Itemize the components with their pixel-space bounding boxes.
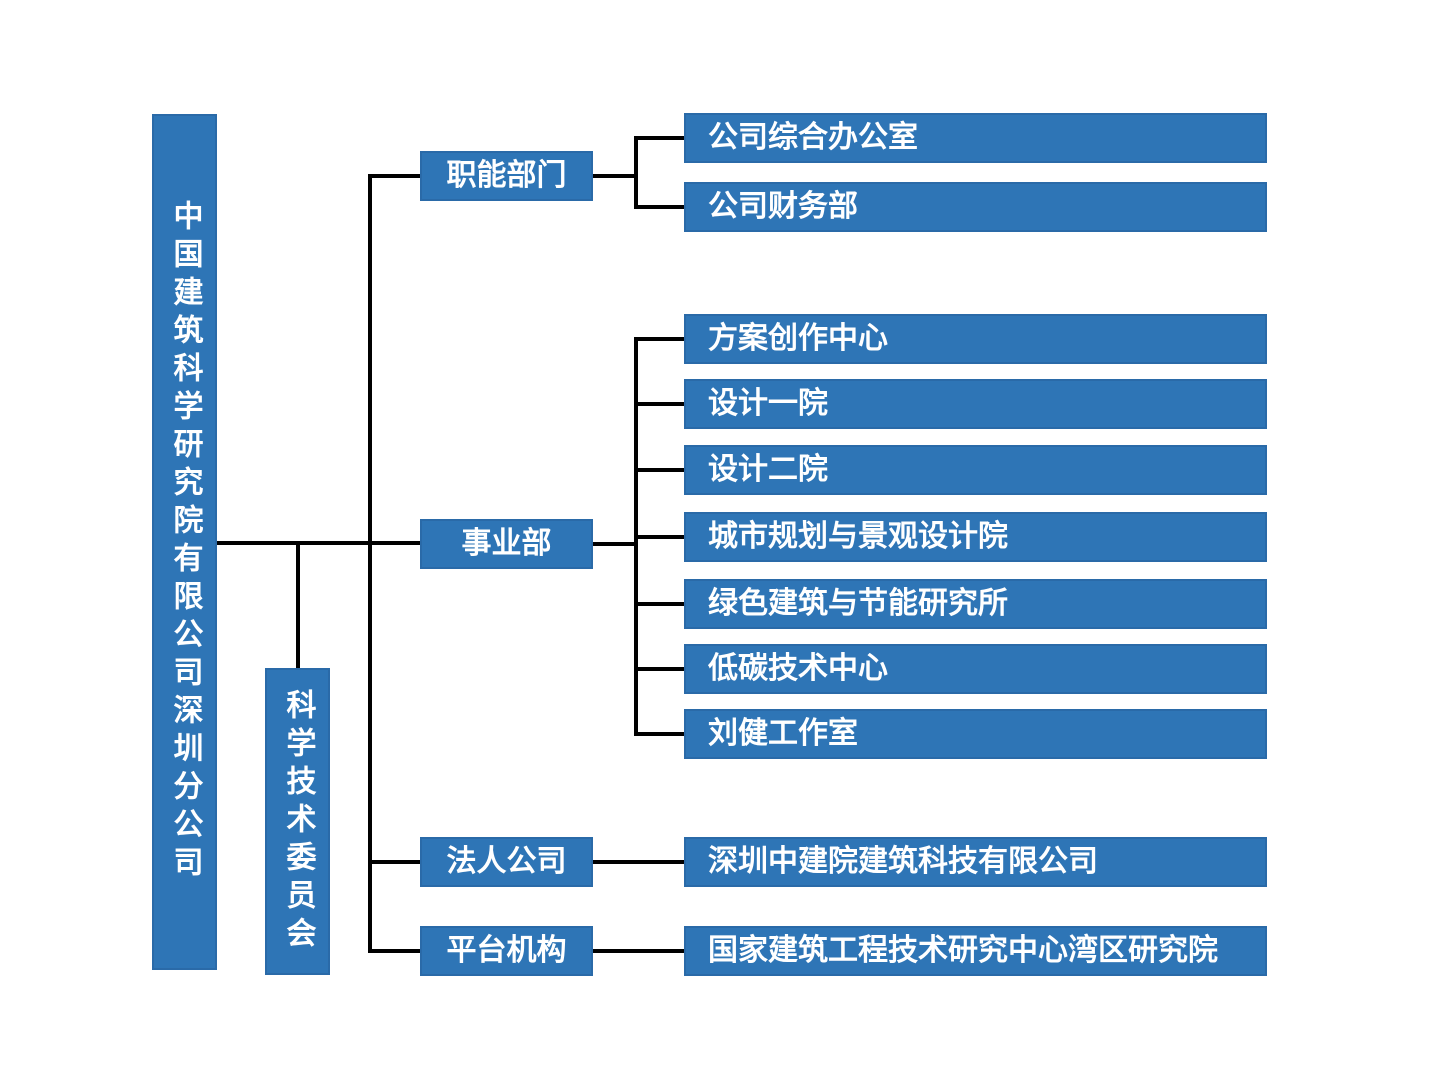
org-node-root: 中国建筑科学研究院有限公司深圳分公司 <box>152 114 217 970</box>
org-node-group-business-division: 事业部 <box>420 519 593 569</box>
connector-division-stub-3 <box>634 468 684 472</box>
connector-platform-out <box>593 949 684 953</box>
org-node-national-center-bay-area-institute: 国家建筑工程技术研究中心湾区研究院 <box>684 926 1267 976</box>
connector-functional-out <box>593 174 638 178</box>
connector-functional-trunk <box>634 136 638 209</box>
connector-stub-legal-company <box>368 860 420 864</box>
connector-legal-company-out <box>593 860 684 864</box>
org-node-liujian-studio: 刘健工作室 <box>684 709 1267 759</box>
org-node-committee: 科学技术委员会 <box>265 668 330 975</box>
org-node-general-office: 公司综合办公室 <box>684 113 1267 163</box>
org-node-finance-department: 公司财务部 <box>684 182 1267 232</box>
org-node-urban-planning-landscape-institute: 城市规划与景观设计院 <box>684 512 1267 562</box>
connector-division-stub-4 <box>634 535 684 539</box>
connector-functional-stub-2 <box>634 205 684 209</box>
org-node-green-building-energy-institute: 绿色建筑与节能研究所 <box>684 579 1267 629</box>
org-node-shenzhen-cabr-building-tech: 深圳中建院建筑科技有限公司 <box>684 837 1267 887</box>
connector-committee-drop <box>296 543 300 670</box>
org-node-design-institute-2: 设计二院 <box>684 445 1267 495</box>
org-node-group-legal-company: 法人公司 <box>420 837 593 887</box>
connector-main-trunk <box>368 174 372 953</box>
connector-division-stub-5 <box>634 602 684 606</box>
connector-division-stub-2 <box>634 402 684 406</box>
org-node-design-institute-1: 设计一院 <box>684 379 1267 429</box>
connector-root-horizontal <box>217 541 420 545</box>
connector-stub-functional <box>368 174 420 178</box>
connector-division-out <box>593 542 638 546</box>
org-node-scheme-creation-center: 方案创作中心 <box>684 314 1267 364</box>
connector-stub-platform <box>368 949 420 953</box>
org-node-group-platform-institution: 平台机构 <box>420 926 593 976</box>
connector-division-stub-1 <box>634 337 684 341</box>
connector-division-stub-6 <box>634 667 684 671</box>
org-node-group-functional-departments: 职能部门 <box>420 151 593 201</box>
connector-division-stub-7 <box>634 732 684 736</box>
connector-functional-stub-1 <box>634 136 684 140</box>
org-node-low-carbon-tech-center: 低碳技术中心 <box>684 644 1267 694</box>
